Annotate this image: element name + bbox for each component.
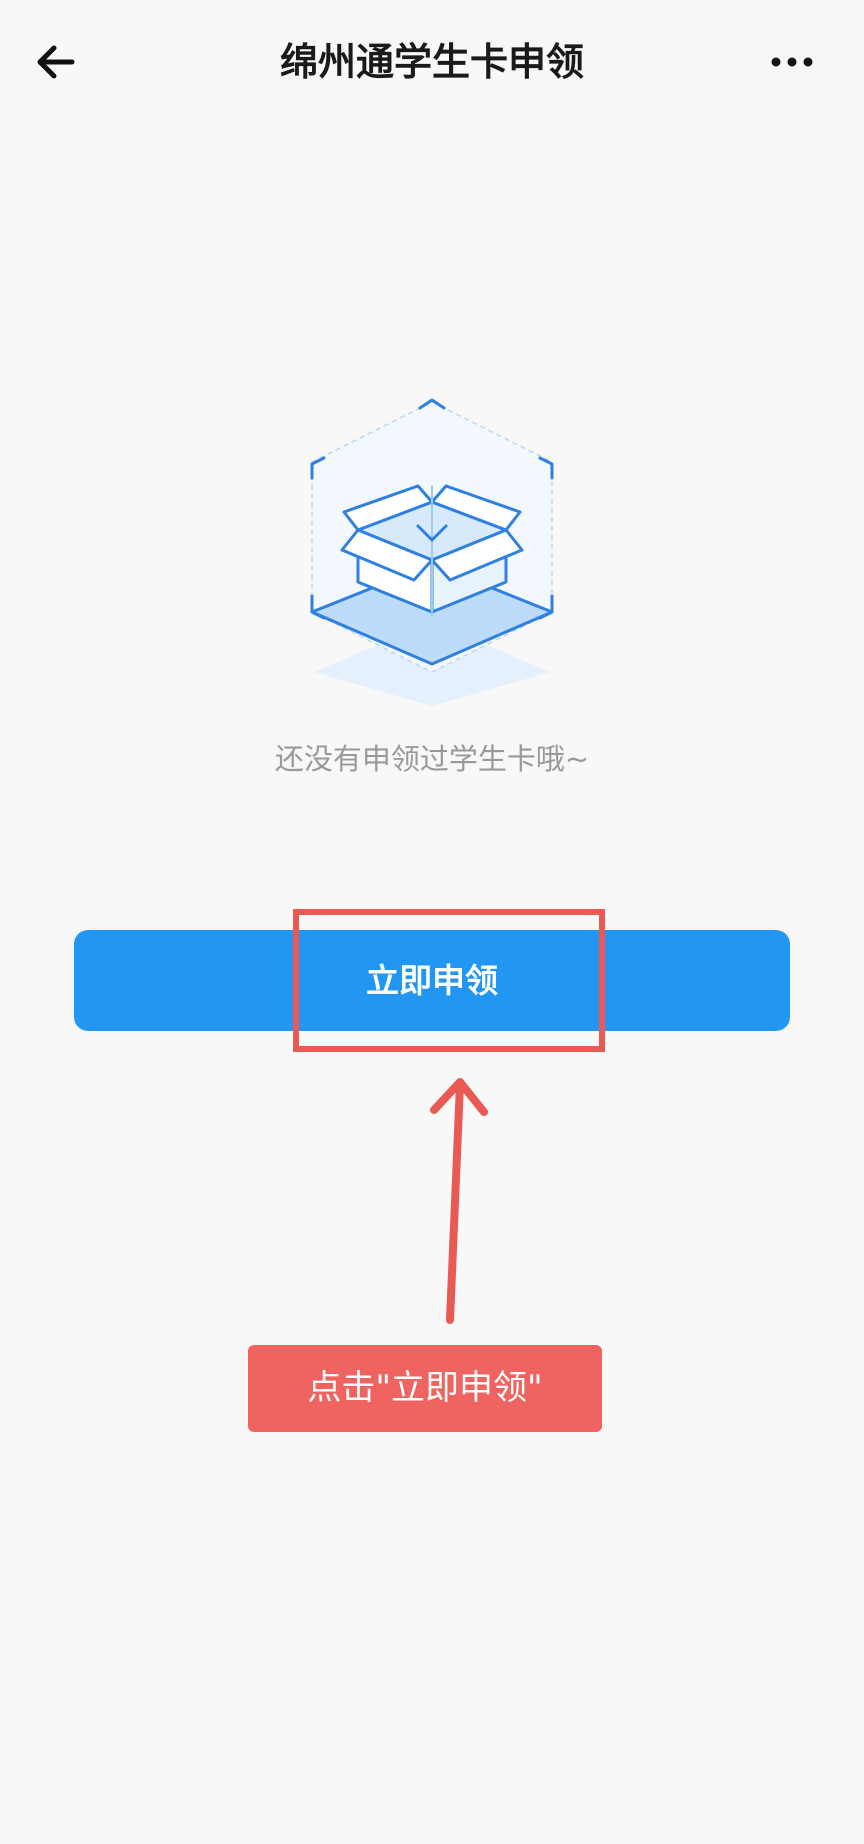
page-title: 绵州通学生卡申领 [279,40,584,84]
empty-box-icon [310,398,554,706]
annotation-callout: 点击"立即申领" [248,1345,602,1432]
empty-box-illustration [300,390,564,720]
back-button[interactable] [32,38,88,86]
top-bar: 绵州通学生卡申领 [0,0,864,130]
arrow-left-icon [37,45,75,79]
apply-now-button[interactable]: 立即申领 [74,930,790,1031]
more-button[interactable] [766,44,818,80]
more-horizontal-icon [771,57,813,67]
empty-state-message: 还没有申领过学生卡哦~ [274,742,590,776]
annotation-arrow-icon [430,1078,488,1324]
